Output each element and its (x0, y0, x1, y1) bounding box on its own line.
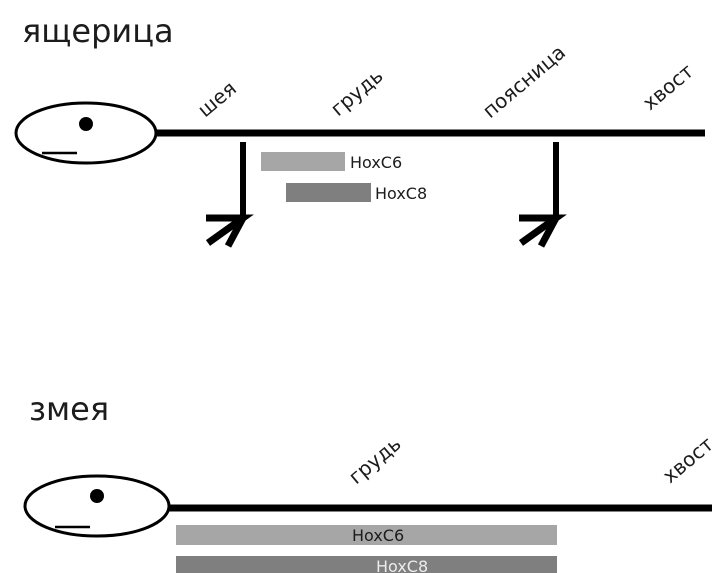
snake-title: змея (29, 390, 109, 428)
lizard-hind-leg (518, 142, 567, 248)
lizard-region-neck: шея (193, 76, 241, 122)
snake-hoxc8-label: HoxC8 (376, 557, 428, 573)
snake-region-tail: хвост (658, 432, 719, 488)
lizard-title: ящерица (22, 12, 174, 50)
snake-hoxc6-bar (176, 525, 557, 545)
snake-eye (90, 489, 104, 503)
lizard-region-chest: грудь (326, 63, 388, 120)
lizard-region-lumbar: поясница (478, 40, 570, 123)
snake-head (23, 474, 171, 538)
lizard-eye (79, 117, 93, 131)
lizard-hoxc6-label: HoxC6 (350, 153, 402, 172)
snake-hoxc6-label: HoxC6 (352, 526, 404, 545)
lizard-head (14, 101, 158, 165)
lizard-region-tail: хвост (638, 59, 699, 115)
snake-region-chest: грудь (344, 431, 406, 488)
lizard-hoxc8-bar (286, 183, 371, 202)
lizard-diagram: ящерица шея грудь поясница хвост HoxC6 H… (14, 12, 705, 248)
lizard-front-leg (205, 142, 254, 248)
snake-hoxc8-bar (176, 556, 557, 573)
lizard-hoxc6-bar (261, 152, 345, 171)
lizard-hoxc8-label: HoxC8 (375, 184, 427, 203)
snake-diagram: змея грудь хвост HoxC6 HoxC8 (23, 390, 719, 573)
